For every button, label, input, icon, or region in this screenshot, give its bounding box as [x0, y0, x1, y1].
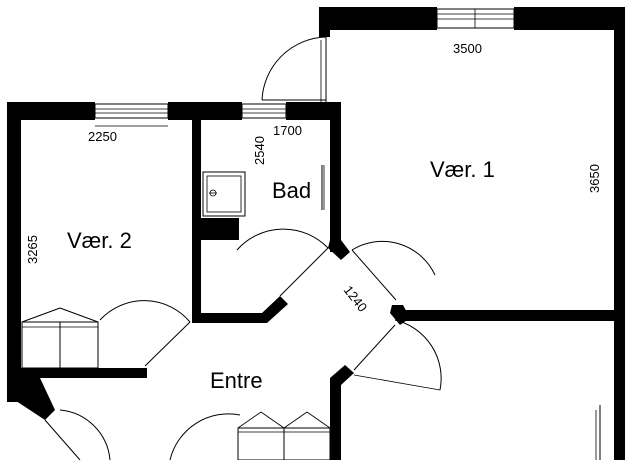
- dim-bath-width: 1700: [273, 123, 302, 138]
- wardrobe-room2: [21, 307, 99, 369]
- wardrobe-entrance: [237, 411, 331, 460]
- dim-room2-width: 2250: [88, 129, 117, 144]
- windows: [94, 8, 515, 127]
- doors: [44, 36, 442, 460]
- walls: [7, 7, 625, 460]
- sink: [202, 171, 246, 217]
- dim-bath-depth: 2540: [252, 136, 267, 165]
- room-label-entrance: Entre: [210, 368, 263, 393]
- dim-room1-depth: 3650: [587, 164, 602, 193]
- fixtures: [21, 165, 601, 460]
- dim-room1-width: 3500: [453, 41, 482, 56]
- room-label-room2: Vær. 2: [67, 228, 132, 253]
- dim-hall-diagonal: 1240: [341, 283, 371, 315]
- dim-room2-depth: 3265: [25, 235, 40, 264]
- room-label-room1: Vær. 1: [430, 157, 495, 182]
- room-label-bath: Bad: [272, 178, 311, 203]
